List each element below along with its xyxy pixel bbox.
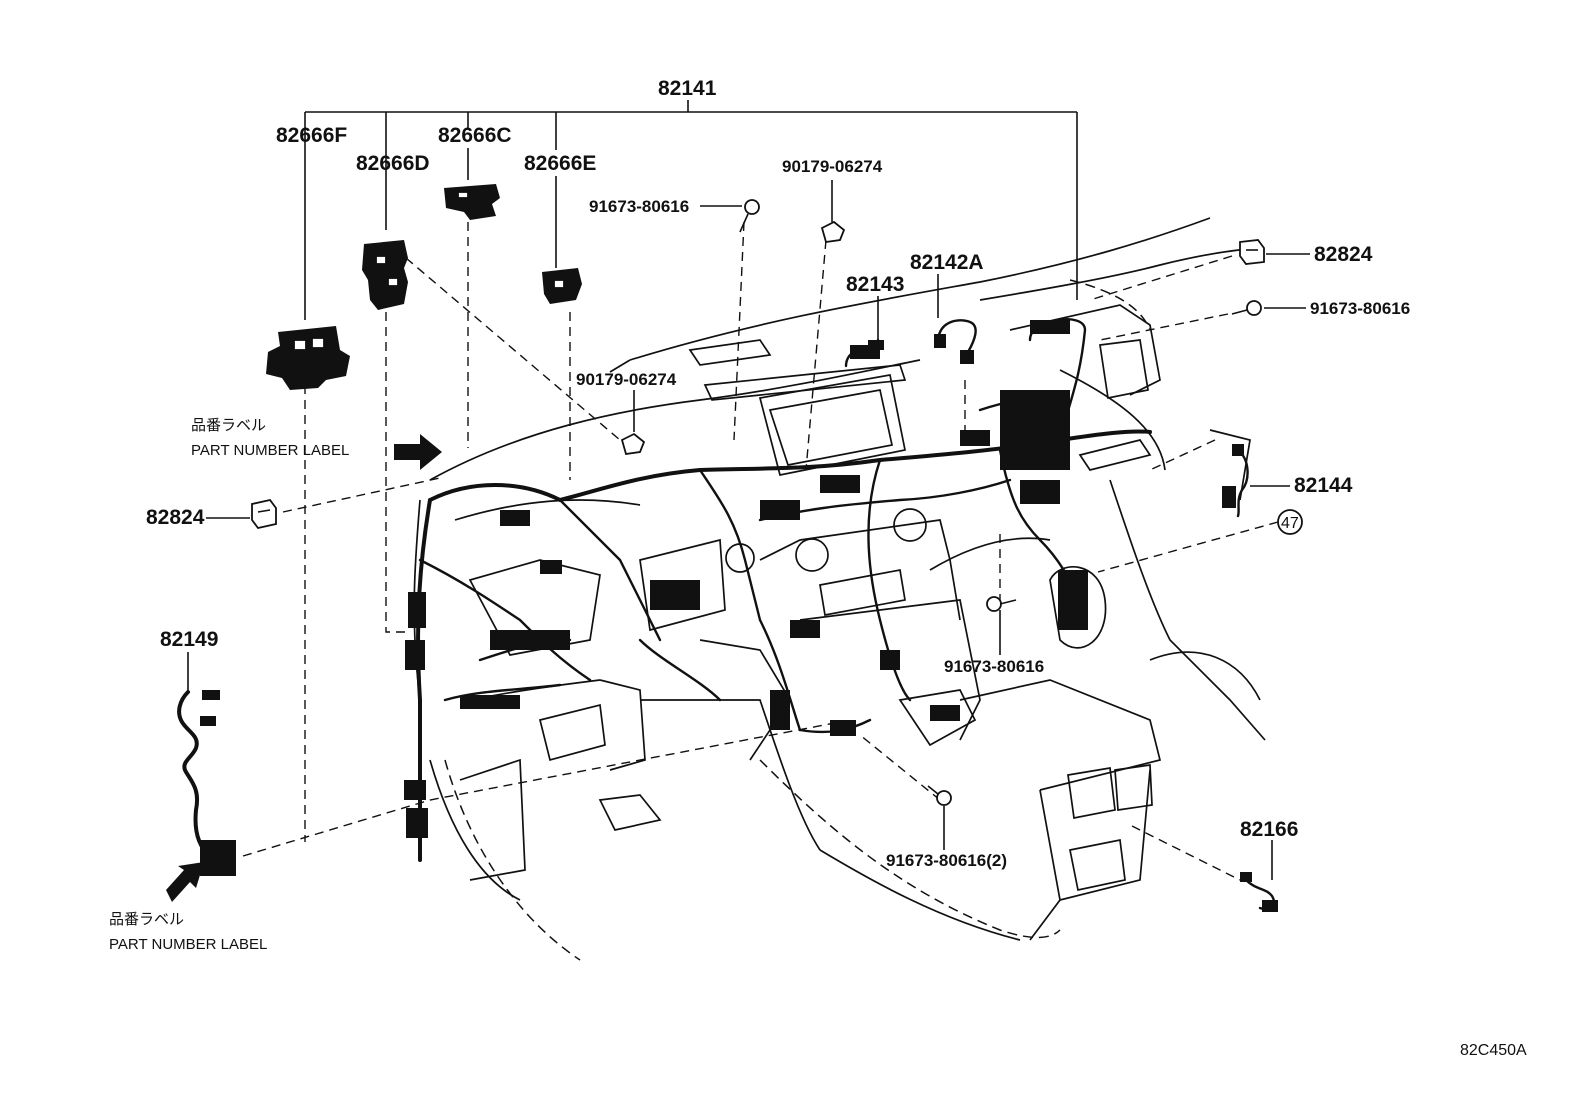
label-82142A: 82142A	[910, 251, 984, 274]
clip-82824-right	[1239, 239, 1265, 265]
part-number-label-bottom-jp: 品番ラベル	[109, 911, 184, 928]
label-82824-right: 82824	[1314, 243, 1373, 266]
label-82143: 82143	[846, 273, 904, 296]
connector-82666C	[444, 184, 500, 220]
dashboard-body-outline	[413, 217, 1266, 961]
label-82149: 82149	[160, 628, 218, 651]
label-91673-center: 91673-80616	[944, 657, 1044, 676]
bolt-91673-center	[986, 596, 1017, 612]
label-82666C: 82666C	[438, 124, 512, 147]
harness-82143	[844, 338, 884, 368]
bolt-91673-right	[1231, 300, 1262, 316]
part-number-label-top-en: PART NUMBER LABEL	[191, 442, 349, 459]
label-82144: 82144	[1294, 474, 1353, 497]
connector-82666E	[542, 268, 582, 304]
diagram-ref-code: 82C450A	[1460, 1042, 1527, 1059]
nut-90179-mid	[620, 432, 646, 456]
bolt-91673-top	[739, 199, 760, 233]
label-82141: 82141	[658, 77, 717, 100]
label-arrow-top	[394, 434, 442, 470]
label-82666F: 82666F	[276, 124, 347, 147]
leader-lines	[187, 100, 1310, 880]
label-91673-bottom: 91673-80616(2)	[886, 851, 1007, 870]
label-82666D: 82666D	[356, 152, 430, 175]
bolt-91673-bottom	[927, 785, 952, 806]
label-82824-left: 82824	[146, 506, 205, 529]
part-number-labels: 82141 82666F 82666D 82666C 82666E 90179-…	[146, 77, 1410, 870]
ref-circle-47	[1277, 509, 1303, 535]
harness-82142A	[934, 319, 977, 364]
part-number-label-top-jp: 品番ラベル	[191, 417, 266, 434]
nut-90179-top	[820, 220, 846, 244]
clip-82824-left	[251, 498, 277, 530]
harness-connectors	[404, 320, 1088, 838]
harness-82149	[177, 690, 236, 876]
label-91673-top: 91673-80616	[589, 197, 689, 216]
connector-82666D	[362, 240, 408, 310]
harness-82166	[1240, 872, 1278, 912]
part-number-label-bottom-en: PART NUMBER LABEL	[109, 936, 267, 953]
label-90179-mid: 90179-06274	[576, 370, 677, 389]
label-90179-top: 90179-06274	[782, 157, 883, 176]
connector-82666F	[266, 326, 350, 390]
label-arrow-bottom	[166, 862, 204, 902]
label-82666E: 82666E	[524, 152, 596, 175]
parts-shapes	[166, 184, 1303, 912]
label-82166: 82166	[1240, 818, 1298, 841]
harness-82144	[1222, 444, 1249, 518]
projection-lines	[242, 221, 1279, 881]
callout-labels: 品番ラベル PART NUMBER LABEL 品番ラベル PART NUMBE…	[109, 417, 349, 953]
label-47: 47	[1281, 515, 1299, 532]
label-91673-right: 91673-80616	[1310, 299, 1410, 318]
